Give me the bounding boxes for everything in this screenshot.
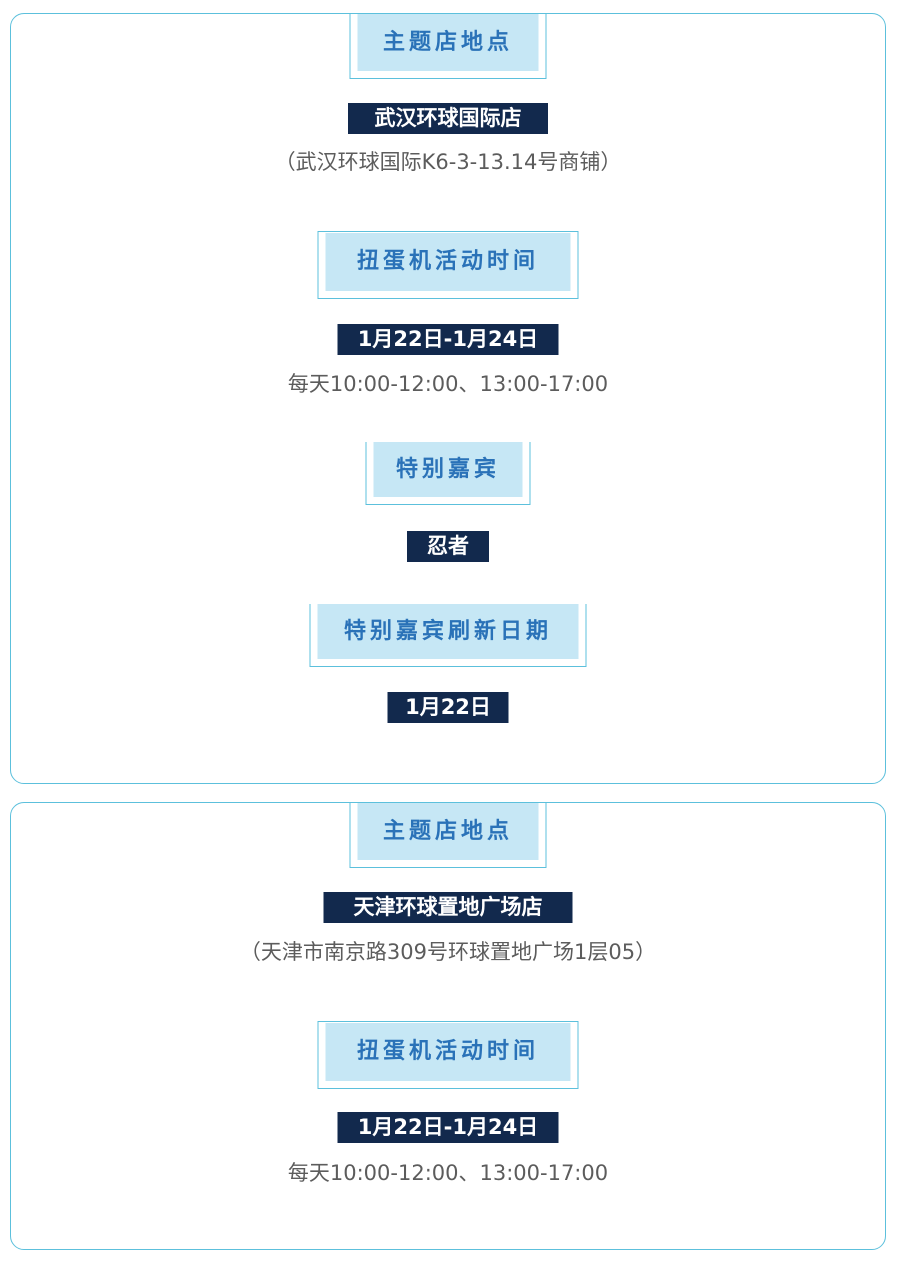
location-label-text: 主题店地点 (357, 14, 539, 71)
location-section-label: 主题店地点 (349, 14, 547, 79)
refresh-date-badge: 1月22日 (387, 692, 509, 723)
store-name-badge: 天津环球置地广场店 (323, 892, 573, 923)
time-label-text: 扭蛋机活动时间 (325, 1023, 571, 1081)
store-card-tianjin: 主题店地点 天津环球置地广场店 （天津市南京路309号环球置地广场1层05） 扭… (10, 802, 886, 1250)
store-name-badge: 武汉环球国际店 (348, 103, 548, 134)
location-label-text: 主题店地点 (357, 803, 539, 860)
time-label-text: 扭蛋机活动时间 (325, 233, 571, 291)
store-address: （武汉环球国际K6-3-13.14号商铺） (274, 150, 622, 174)
date-range-badge: 1月22日-1月24日 (337, 324, 559, 355)
refresh-section-label: 特别嘉宾刷新日期 (309, 604, 587, 667)
store-address: （天津市南京路309号环球置地广场1层05） (239, 940, 657, 964)
refresh-label-text: 特别嘉宾刷新日期 (317, 604, 579, 659)
guest-name-badge: 忍者 (407, 531, 489, 562)
location-section-label: 主题店地点 (349, 803, 547, 868)
time-section-label: 扭蛋机活动时间 (317, 1021, 579, 1089)
guest-label-text: 特别嘉宾 (373, 442, 523, 497)
daily-hours: 每天10:00-12:00、13:00-17:00 (287, 1161, 609, 1185)
store-card-wuhan: 主题店地点 武汉环球国际店 （武汉环球国际K6-3-13.14号商铺） 扭蛋机活… (10, 13, 886, 784)
daily-hours: 每天10:00-12:00、13:00-17:00 (287, 372, 609, 396)
time-section-label: 扭蛋机活动时间 (317, 231, 579, 299)
guest-section-label: 特别嘉宾 (365, 442, 531, 505)
date-range-badge: 1月22日-1月24日 (337, 1112, 559, 1143)
